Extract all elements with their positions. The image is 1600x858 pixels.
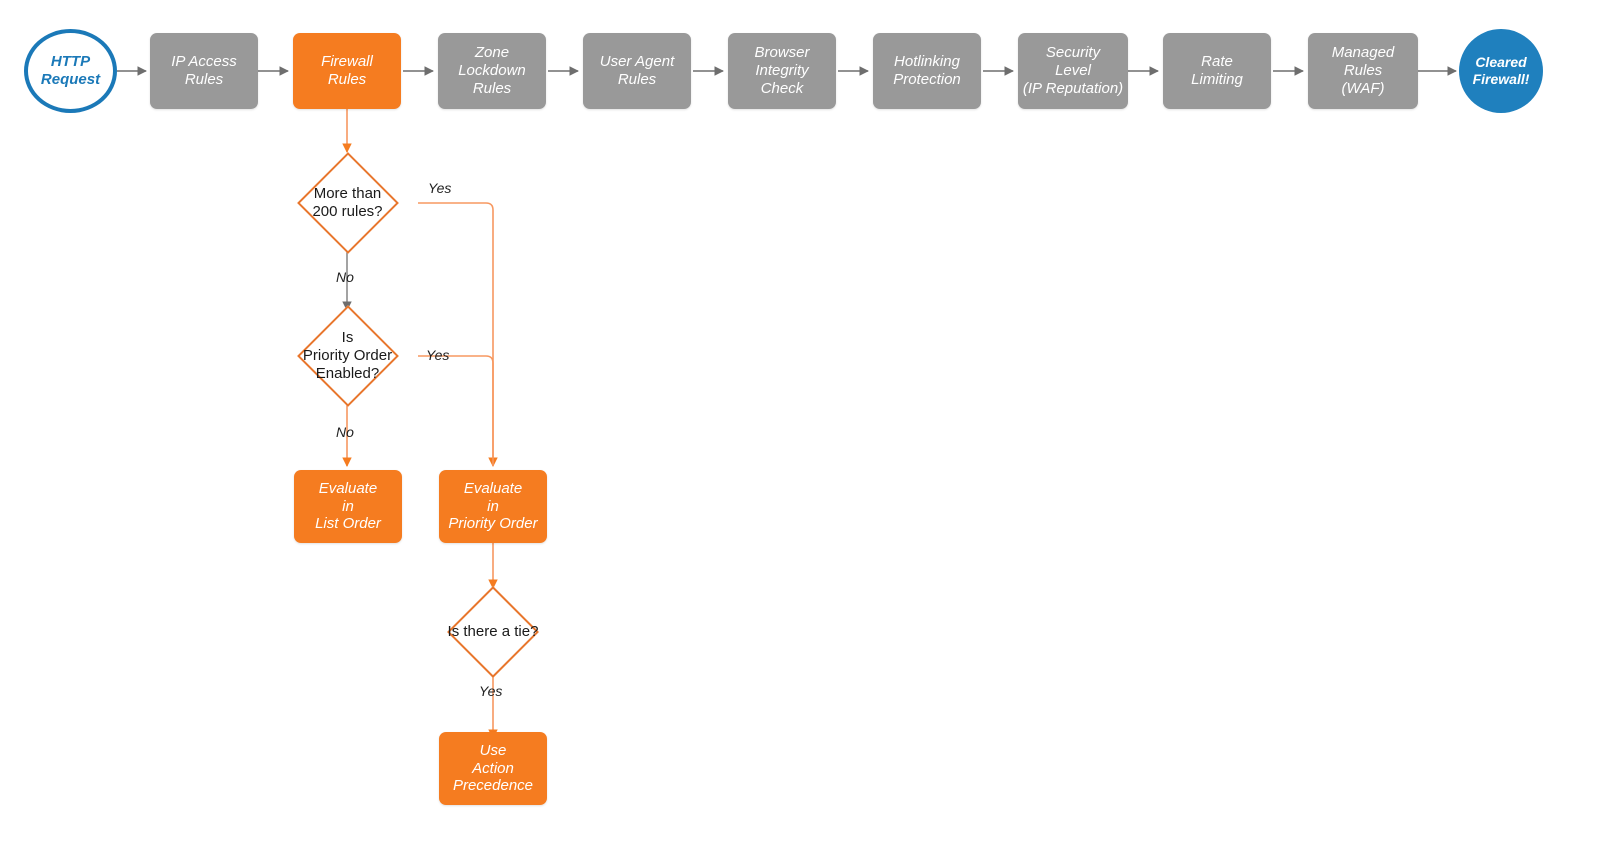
node-browser-integrity-check-label: Browser Integrity Check xyxy=(754,44,810,97)
node-use-action-precedence-label: Use Action Precedence xyxy=(452,741,534,795)
node-firewall-rules-label: Firewall Rules xyxy=(321,53,373,88)
node-user-agent-rules-label: User Agent Rules xyxy=(599,53,675,88)
edge-label-more-than-200-no: No xyxy=(336,269,354,285)
node-hotlinking-protection[interactable]: Hotlinking Protection xyxy=(873,33,981,109)
node-rate-limiting[interactable]: Rate Limiting xyxy=(1163,33,1271,109)
node-http-request-label: HTTP Request xyxy=(40,53,101,88)
node-ip-access-rules-label: IP Access Rules xyxy=(171,53,237,88)
edge-label-more-than-200-yes: Yes xyxy=(428,180,452,196)
node-browser-integrity-check[interactable]: Browser Integrity Check xyxy=(728,33,836,109)
node-evaluate-list-order[interactable]: Evaluate in List Order xyxy=(294,470,402,543)
edge-label-priority-order-yes: Yes xyxy=(426,347,450,363)
node-evaluate-list-order-label: Evaluate in List Order xyxy=(315,479,381,533)
node-user-agent-rules[interactable]: User Agent Rules xyxy=(583,33,691,109)
node-is-there-a-tie-label: Is there a tie? xyxy=(447,623,539,641)
edge-label-tie-yes: Yes xyxy=(479,683,503,699)
edge-label-priority-order-no: No xyxy=(336,424,354,440)
node-zone-lockdown-rules[interactable]: Zone Lockdown Rules xyxy=(438,33,546,109)
node-is-priority-order-enabled-label: Is Priority Order Enabled? xyxy=(302,329,393,382)
node-security-level[interactable]: Security Level (IP Reputation) xyxy=(1018,33,1128,109)
node-http-request[interactable]: HTTP Request xyxy=(24,29,117,113)
node-ip-access-rules[interactable]: IP Access Rules xyxy=(150,33,258,109)
node-is-there-a-tie[interactable]: Is there a tie? xyxy=(430,586,556,678)
node-hotlinking-protection-label: Hotlinking Protection xyxy=(893,53,961,88)
node-use-action-precedence[interactable]: Use Action Precedence xyxy=(439,732,547,805)
node-security-level-label: Security Level (IP Reputation) xyxy=(1022,44,1124,97)
node-cleared-firewall-label: Cleared Firewall! xyxy=(1472,54,1530,87)
node-evaluate-priority-order[interactable]: Evaluate in Priority Order xyxy=(439,470,547,543)
node-zone-lockdown-rules-label: Zone Lockdown Rules xyxy=(458,44,526,97)
node-managed-rules-waf[interactable]: Managed Rules (WAF) xyxy=(1308,33,1418,109)
node-more-than-200-rules-label: More than 200 rules? xyxy=(312,185,383,220)
node-firewall-rules[interactable]: Firewall Rules xyxy=(293,33,401,109)
node-is-priority-order-enabled[interactable]: Is Priority Order Enabled? xyxy=(277,305,418,407)
edge-priority-yes xyxy=(418,355,494,466)
node-managed-rules-waf-label: Managed Rules (WAF) xyxy=(1331,44,1395,97)
node-rate-limiting-label: Rate Limiting xyxy=(1191,53,1243,88)
node-more-than-200-rules[interactable]: More than 200 rules? xyxy=(277,152,418,254)
node-evaluate-priority-order-label: Evaluate in Priority Order xyxy=(448,479,538,533)
edge-rulecount-yes xyxy=(418,202,498,467)
node-cleared-firewall[interactable]: Cleared Firewall! xyxy=(1459,29,1543,113)
